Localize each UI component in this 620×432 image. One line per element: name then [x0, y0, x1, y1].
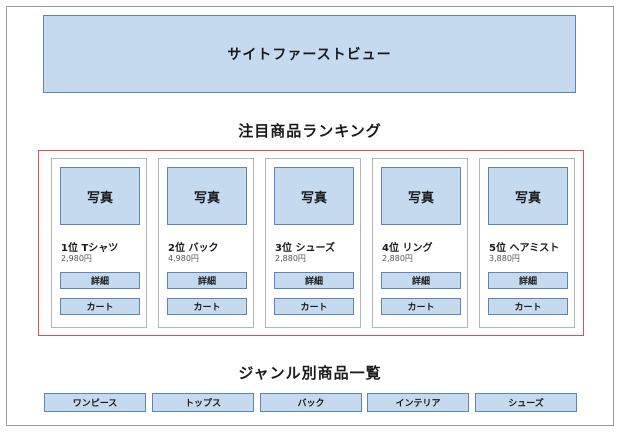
cart-button[interactable]: カート: [167, 298, 247, 315]
detail-button[interactable]: 詳細: [60, 272, 140, 289]
cart-button[interactable]: カート: [381, 298, 461, 315]
product-card: 写真 3位 シューズ 2,880円 詳細 カート: [265, 158, 361, 328]
cart-button[interactable]: カート: [60, 298, 140, 315]
product-photo-label: 写真: [300, 190, 327, 206]
product-photo-label: 写真: [193, 190, 220, 206]
genre-button-shoes[interactable]: シューズ: [475, 393, 577, 412]
product-photo[interactable]: 写真: [60, 167, 140, 225]
product-card: 写真 5位 ヘアミスト 3,880円 詳細 カート: [479, 158, 575, 328]
detail-button[interactable]: 詳細: [381, 272, 461, 289]
product-card: 写真 1位 Tシャツ 2,980円 詳細 カート: [51, 158, 147, 328]
genre-button-interior[interactable]: インテリア: [367, 393, 469, 412]
ranking-section: 写真 1位 Tシャツ 2,980円 詳細 カート 写真 2位 バック 4,980…: [38, 150, 584, 336]
detail-button[interactable]: 詳細: [274, 272, 354, 289]
product-price: 4,980円: [168, 254, 199, 263]
product-price: 2,880円: [275, 254, 306, 263]
genre-list-title: ジャンル別商品一覧: [238, 364, 382, 382]
detail-button[interactable]: 詳細: [167, 272, 247, 289]
product-name: 1位 Tシャツ: [61, 243, 119, 254]
product-name: 2位 バック: [168, 243, 219, 254]
product-photo[interactable]: 写真: [274, 167, 354, 225]
ranking-title: 注目商品ランキング: [238, 122, 382, 140]
product-price: 3,880円: [489, 254, 520, 263]
cart-button[interactable]: カート: [274, 298, 354, 315]
product-name: 3位 シューズ: [275, 243, 335, 254]
product-name: 4位 リング: [382, 243, 433, 254]
genre-button-tops[interactable]: トップス: [152, 393, 254, 412]
product-photo-label: 写真: [514, 190, 541, 206]
product-price: 2,980円: [61, 254, 92, 263]
product-card: 写真 4位 リング 2,880円 詳細 カート: [372, 158, 468, 328]
cart-button[interactable]: カート: [488, 298, 568, 315]
genre-button-bag[interactable]: バック: [260, 393, 362, 412]
product-photo-label: 写真: [86, 190, 113, 206]
product-name: 5位 ヘアミスト: [489, 243, 560, 254]
hero-label: サイトファーストビュー: [227, 47, 392, 63]
product-photo[interactable]: 写真: [167, 167, 247, 225]
product-card: 写真 2位 バック 4,980円 詳細 カート: [158, 158, 254, 328]
hero-first-view: サイトファーストビュー: [43, 15, 576, 93]
product-price: 2,880円: [382, 254, 413, 263]
genre-button-onepiece[interactable]: ワンピース: [44, 393, 146, 412]
product-photo[interactable]: 写真: [488, 167, 568, 225]
detail-button[interactable]: 詳細: [488, 272, 568, 289]
product-photo[interactable]: 写真: [381, 167, 461, 225]
product-photo-label: 写真: [407, 190, 434, 206]
